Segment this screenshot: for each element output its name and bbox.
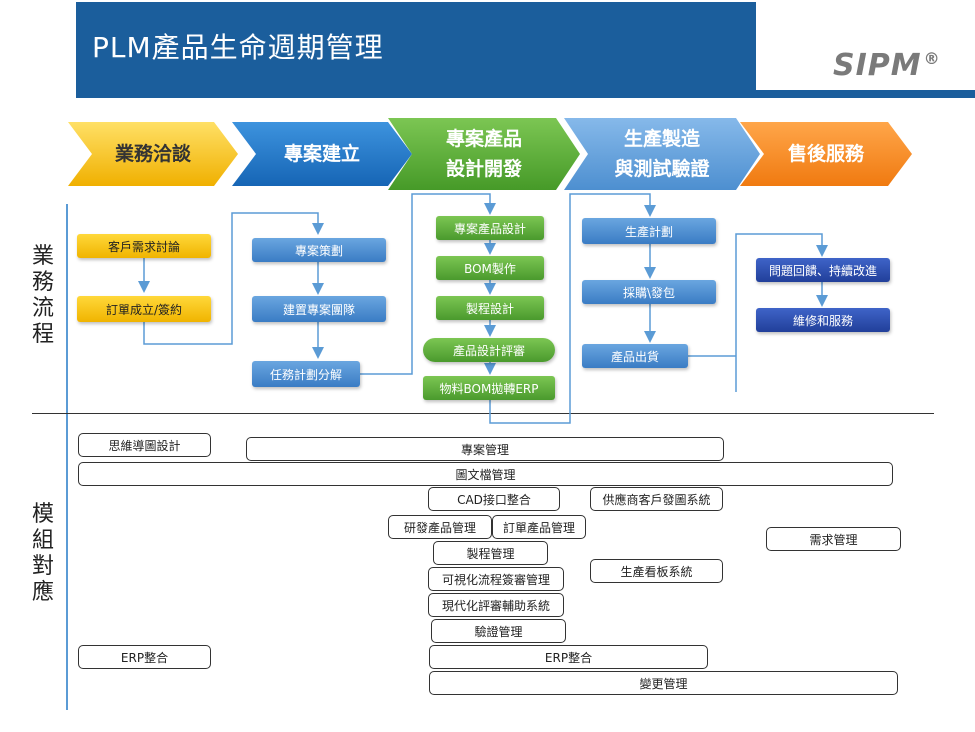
process-build-team: 建置專案團隊: [252, 296, 386, 322]
module-requirement: 需求管理: [766, 527, 901, 551]
module-order-product: 訂單產品管理: [492, 515, 586, 539]
stage-chevron-1: [68, 122, 238, 186]
stage-chevron-5: [740, 122, 912, 186]
module-erp-middle: ERP整合: [429, 645, 708, 669]
process-design-review: 產品設計評審: [423, 338, 555, 362]
page-title: PLM產品生命週期管理: [92, 31, 384, 64]
section-label-business-flow: 業務流程: [31, 244, 54, 347]
stage-label-5: 售後服務: [787, 143, 864, 165]
module-project-management: 專案管理: [246, 437, 724, 461]
vertical-divider: [66, 204, 68, 710]
process-product-design: 專案產品設計: [436, 216, 544, 240]
process-task-breakdown: 任務計劃分解: [252, 361, 360, 387]
process-project-planning: 專案策劃: [252, 238, 386, 262]
section-label-module-mapping: 模組對應: [31, 502, 54, 605]
sipm-logo: SIPM®: [833, 48, 941, 83]
process-production-plan: 生產計劃: [582, 218, 716, 244]
registered-mark: ®: [923, 49, 941, 68]
process-bom-creation: BOM製作: [436, 256, 544, 280]
module-visual-flow-review: 可視化流程簽審管理: [428, 567, 564, 591]
process-procurement: 採購\發包: [582, 280, 716, 304]
stage-chevron-2: [232, 122, 412, 186]
header-banner: [76, 2, 756, 98]
stage-chevrons: [68, 118, 912, 190]
module-drawing-document: 圖文檔管理: [78, 462, 893, 486]
process-feedback-improvement: 問題回饋、持續改進: [756, 258, 890, 282]
module-production-kanban: 生產看板系統: [590, 559, 723, 583]
process-customer-requirement: 客戶需求討論: [77, 234, 211, 258]
module-rd-product: 研發產品管理: [388, 515, 492, 539]
horizontal-divider: [32, 413, 934, 414]
module-supplier-system: 供應商客戶發圖系統: [590, 487, 723, 511]
stage-label-2: 專案建立: [283, 143, 360, 165]
process-process-design: 製程設計: [436, 296, 544, 320]
stage-label-1: 業務洽談: [114, 143, 191, 165]
header-underline: [76, 90, 975, 98]
module-process-management: 製程管理: [433, 541, 548, 565]
module-change-management: 變更管理: [429, 671, 898, 695]
process-bom-to-erp: 物料BOM拋轉ERP: [423, 376, 555, 400]
process-product-shipment: 產品出貨: [582, 344, 688, 368]
module-cad-integration: CAD接口整合: [428, 487, 560, 511]
module-verification: 驗證管理: [431, 619, 566, 643]
stage-chevron-4: [564, 118, 760, 190]
module-mind-map: 思維導圖設計: [78, 433, 211, 457]
process-order-signing: 訂單成立/簽約: [77, 296, 211, 322]
stage-label-3: 專案產品設計開發: [445, 128, 522, 180]
process-maintenance-service: 維修和服務: [756, 308, 890, 332]
stage-chevron-3: [388, 118, 580, 190]
module-erp-left: ERP整合: [78, 645, 211, 669]
module-review-aid: 現代化評審輔助系統: [428, 593, 564, 617]
stage-label-4: 生產製造與測試驗證: [614, 128, 710, 180]
